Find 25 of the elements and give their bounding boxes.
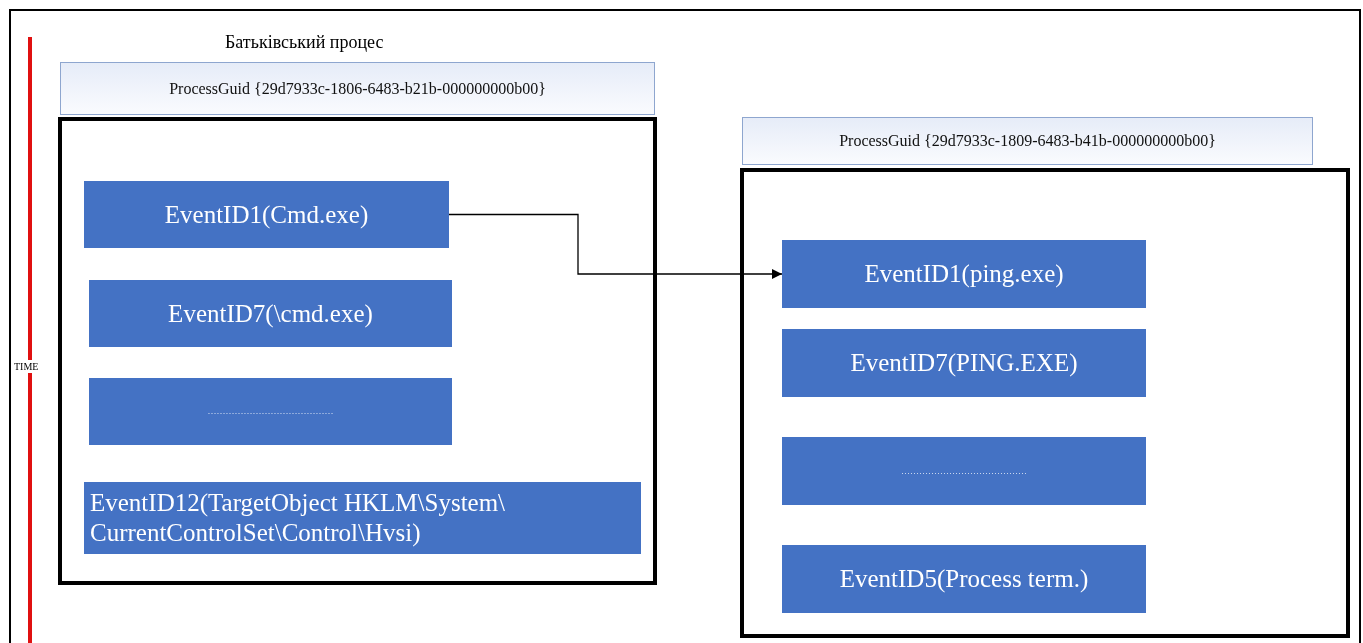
event-text: EventID12(TargetObject HKLM\System\ CurrentControlSet\Control\Hvsi) <box>90 488 507 548</box>
event-box <box>782 437 1146 505</box>
event-box <box>782 240 1146 308</box>
event-box <box>84 482 641 554</box>
event-text: EventID7(\cmd.exe) <box>168 298 373 329</box>
event-text: EventID5(Process term.) <box>839 564 1089 594</box>
event-text: EventID1(ping.exe) <box>864 259 1064 289</box>
process-guid-text: ProcessGuid {29d7933c-1809-6483-b41b-000000000b00} <box>839 132 1216 150</box>
process-guid-text: ProcessGuid {29d7933c-1806-6483-b21b-000000000b00} <box>169 79 546 98</box>
arrow <box>448 213 783 280</box>
ellipsis-text: …………………………………… <box>207 406 334 417</box>
process-container <box>740 168 1350 638</box>
time-label: TIME <box>14 360 39 373</box>
event-box <box>89 378 452 445</box>
event-box <box>782 329 1146 397</box>
event-text: EventID1(Cmd.exe) <box>164 199 369 230</box>
process-guid-header <box>742 117 1313 165</box>
event-box <box>782 545 1146 613</box>
ellipsis-text: …………………………………… <box>901 465 1027 477</box>
process-heading: Батьківський процес <box>225 32 384 53</box>
process-guid-header <box>60 62 655 115</box>
process-container <box>58 117 657 585</box>
event-box <box>84 181 449 248</box>
event-box <box>89 280 452 347</box>
event-text: EventID7(PING.EXE) <box>850 348 1078 378</box>
